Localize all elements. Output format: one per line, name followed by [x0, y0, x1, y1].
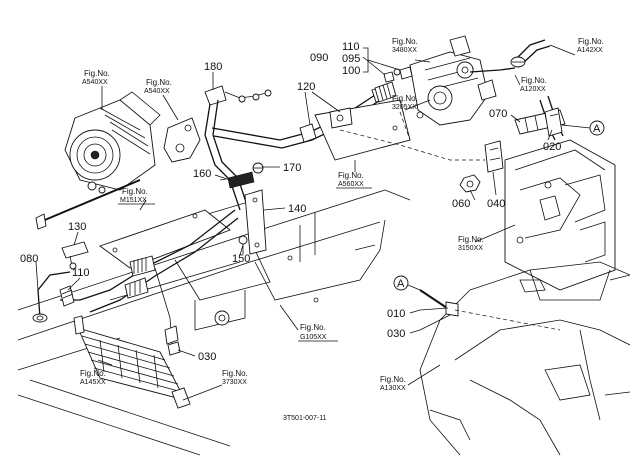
fig-ref-a120: Fig.No. A120XX [520, 76, 547, 93]
fig-ref-g105: Fig.No. G105XX [298, 323, 338, 342]
svg-text:Fig.No.: Fig.No. [578, 37, 604, 46]
return-pipe-180 [204, 85, 272, 211]
alternator [35, 91, 161, 230]
part-label-090: 090 [310, 52, 328, 64]
svg-text:A540XX: A540XX [82, 79, 108, 86]
svg-text:Fig.No.: Fig.No. [122, 187, 148, 196]
svg-text:A142XX: A142XX [577, 47, 603, 54]
housing-3150 [504, 139, 616, 291]
stud-bolt-010 [419, 289, 561, 331]
svg-text:Fig.No.: Fig.No. [84, 69, 110, 78]
part-label-040: 040 [487, 198, 505, 210]
fig-ref-a560: Fig.No. A560XX [336, 171, 372, 189]
part-label-180: 180 [204, 61, 222, 73]
fig-ref-a142: Fig.No. A142XX [577, 37, 604, 54]
fig-ref-3150: Fig.No. 3150XX [458, 235, 484, 252]
part-label-100: 100 [342, 65, 360, 77]
housing-a130 [419, 261, 630, 456]
svg-text:Fig.No.: Fig.No. [392, 94, 418, 103]
svg-text:Fig.No.: Fig.No. [521, 76, 547, 85]
hose-080 [32, 271, 71, 323]
svg-text:A560XX: A560XX [338, 181, 364, 188]
svg-text:A145XX: A145XX [80, 379, 106, 386]
fig-ref-m151: Fig.No. M151XX [118, 187, 155, 205]
fig-ref-3730: Fig.No. 3730XX [222, 369, 248, 386]
part-label-160: 160 [193, 168, 211, 180]
oil-cooler-hoses [60, 209, 239, 356]
svg-text:Fig.No.: Fig.No. [222, 369, 248, 378]
svg-text:Fig.No.: Fig.No. [146, 78, 172, 87]
svg-text:M151XX: M151XX [120, 197, 147, 204]
part-label-170: 170 [283, 162, 301, 174]
clamp-160 [219, 171, 255, 189]
part-label-140: 140 [288, 203, 306, 215]
bracket-plate [99, 209, 231, 269]
svg-text:G105XX: G105XX [300, 334, 327, 341]
part-label-070: 070 [489, 108, 507, 120]
nut-stack [383, 66, 413, 83]
fig-ref-a540-left: Fig.No. A540XX [82, 69, 110, 86]
fig-ref-3205: Fig.No. 3205XX [392, 94, 418, 111]
oil-cooler [73, 315, 191, 409]
nut-060 [459, 174, 481, 193]
connector-mark-a-top: A [561, 120, 605, 136]
hose-090 [374, 81, 397, 103]
part-label-030-left: 030 [198, 351, 216, 363]
clip-040 [484, 140, 504, 173]
fig-ref-a540-right: Fig.No. A540XX [144, 78, 172, 95]
leader-lines [35, 44, 576, 401]
fig-ref-a145: Fig.No. A145XX [80, 369, 106, 386]
svg-text:A120XX: A120XX [520, 86, 546, 93]
fig-ref-3480: Fig.No. 3480XX [392, 37, 418, 54]
part-label-120: 120 [297, 81, 315, 93]
part-label-130: 130 [68, 221, 86, 233]
injection-pump [409, 35, 497, 126]
clip-130 [61, 241, 89, 270]
svg-text:3150XX: 3150XX [458, 245, 483, 252]
svg-text:Fig.No.: Fig.No. [380, 375, 406, 384]
svg-text:Fig.No.: Fig.No. [338, 171, 364, 180]
part-label-030-right: 030 [387, 328, 405, 340]
part-label-060: 060 [452, 198, 470, 210]
svg-text:Fig.No.: Fig.No. [458, 235, 484, 244]
svg-text:3730XX: 3730XX [222, 379, 247, 386]
part-label-010: 010 [387, 308, 405, 320]
connector-letter-bottom: A [397, 278, 405, 290]
svg-text:Fig.No.: Fig.No. [80, 369, 106, 378]
svg-text:Fig.No.: Fig.No. [300, 323, 326, 332]
fig-ref-a130: Fig.No. A130XX [380, 375, 406, 392]
bracket-140 [244, 189, 267, 255]
part-label-095: 095 [342, 53, 360, 65]
part-label-150: 150 [232, 253, 250, 265]
connector-letter-top: A [593, 123, 601, 135]
part-label-080: 080 [20, 253, 38, 265]
frame-outline [17, 189, 411, 456]
clamp-020 [544, 107, 563, 137]
fitting-110-left [59, 285, 75, 307]
part-label-020: 020 [543, 141, 561, 153]
svg-text:A540XX: A540XX [144, 88, 170, 95]
drawing-code: 3T501-007-11 [283, 415, 327, 422]
connector-mark-a-bottom: A [393, 275, 421, 291]
svg-text:3205XX: 3205XX [392, 104, 417, 111]
svg-text:A130XX: A130XX [380, 385, 406, 392]
bolt-170 [252, 162, 264, 174]
part-label-110-top: 110 [342, 41, 360, 53]
svg-text:Fig.No.: Fig.No. [392, 37, 418, 46]
leak-off-line [339, 111, 485, 161]
part-label-110-left: 110 [72, 267, 90, 279]
alternator-bracket [163, 117, 201, 163]
svg-text:3480XX: 3480XX [392, 47, 417, 54]
